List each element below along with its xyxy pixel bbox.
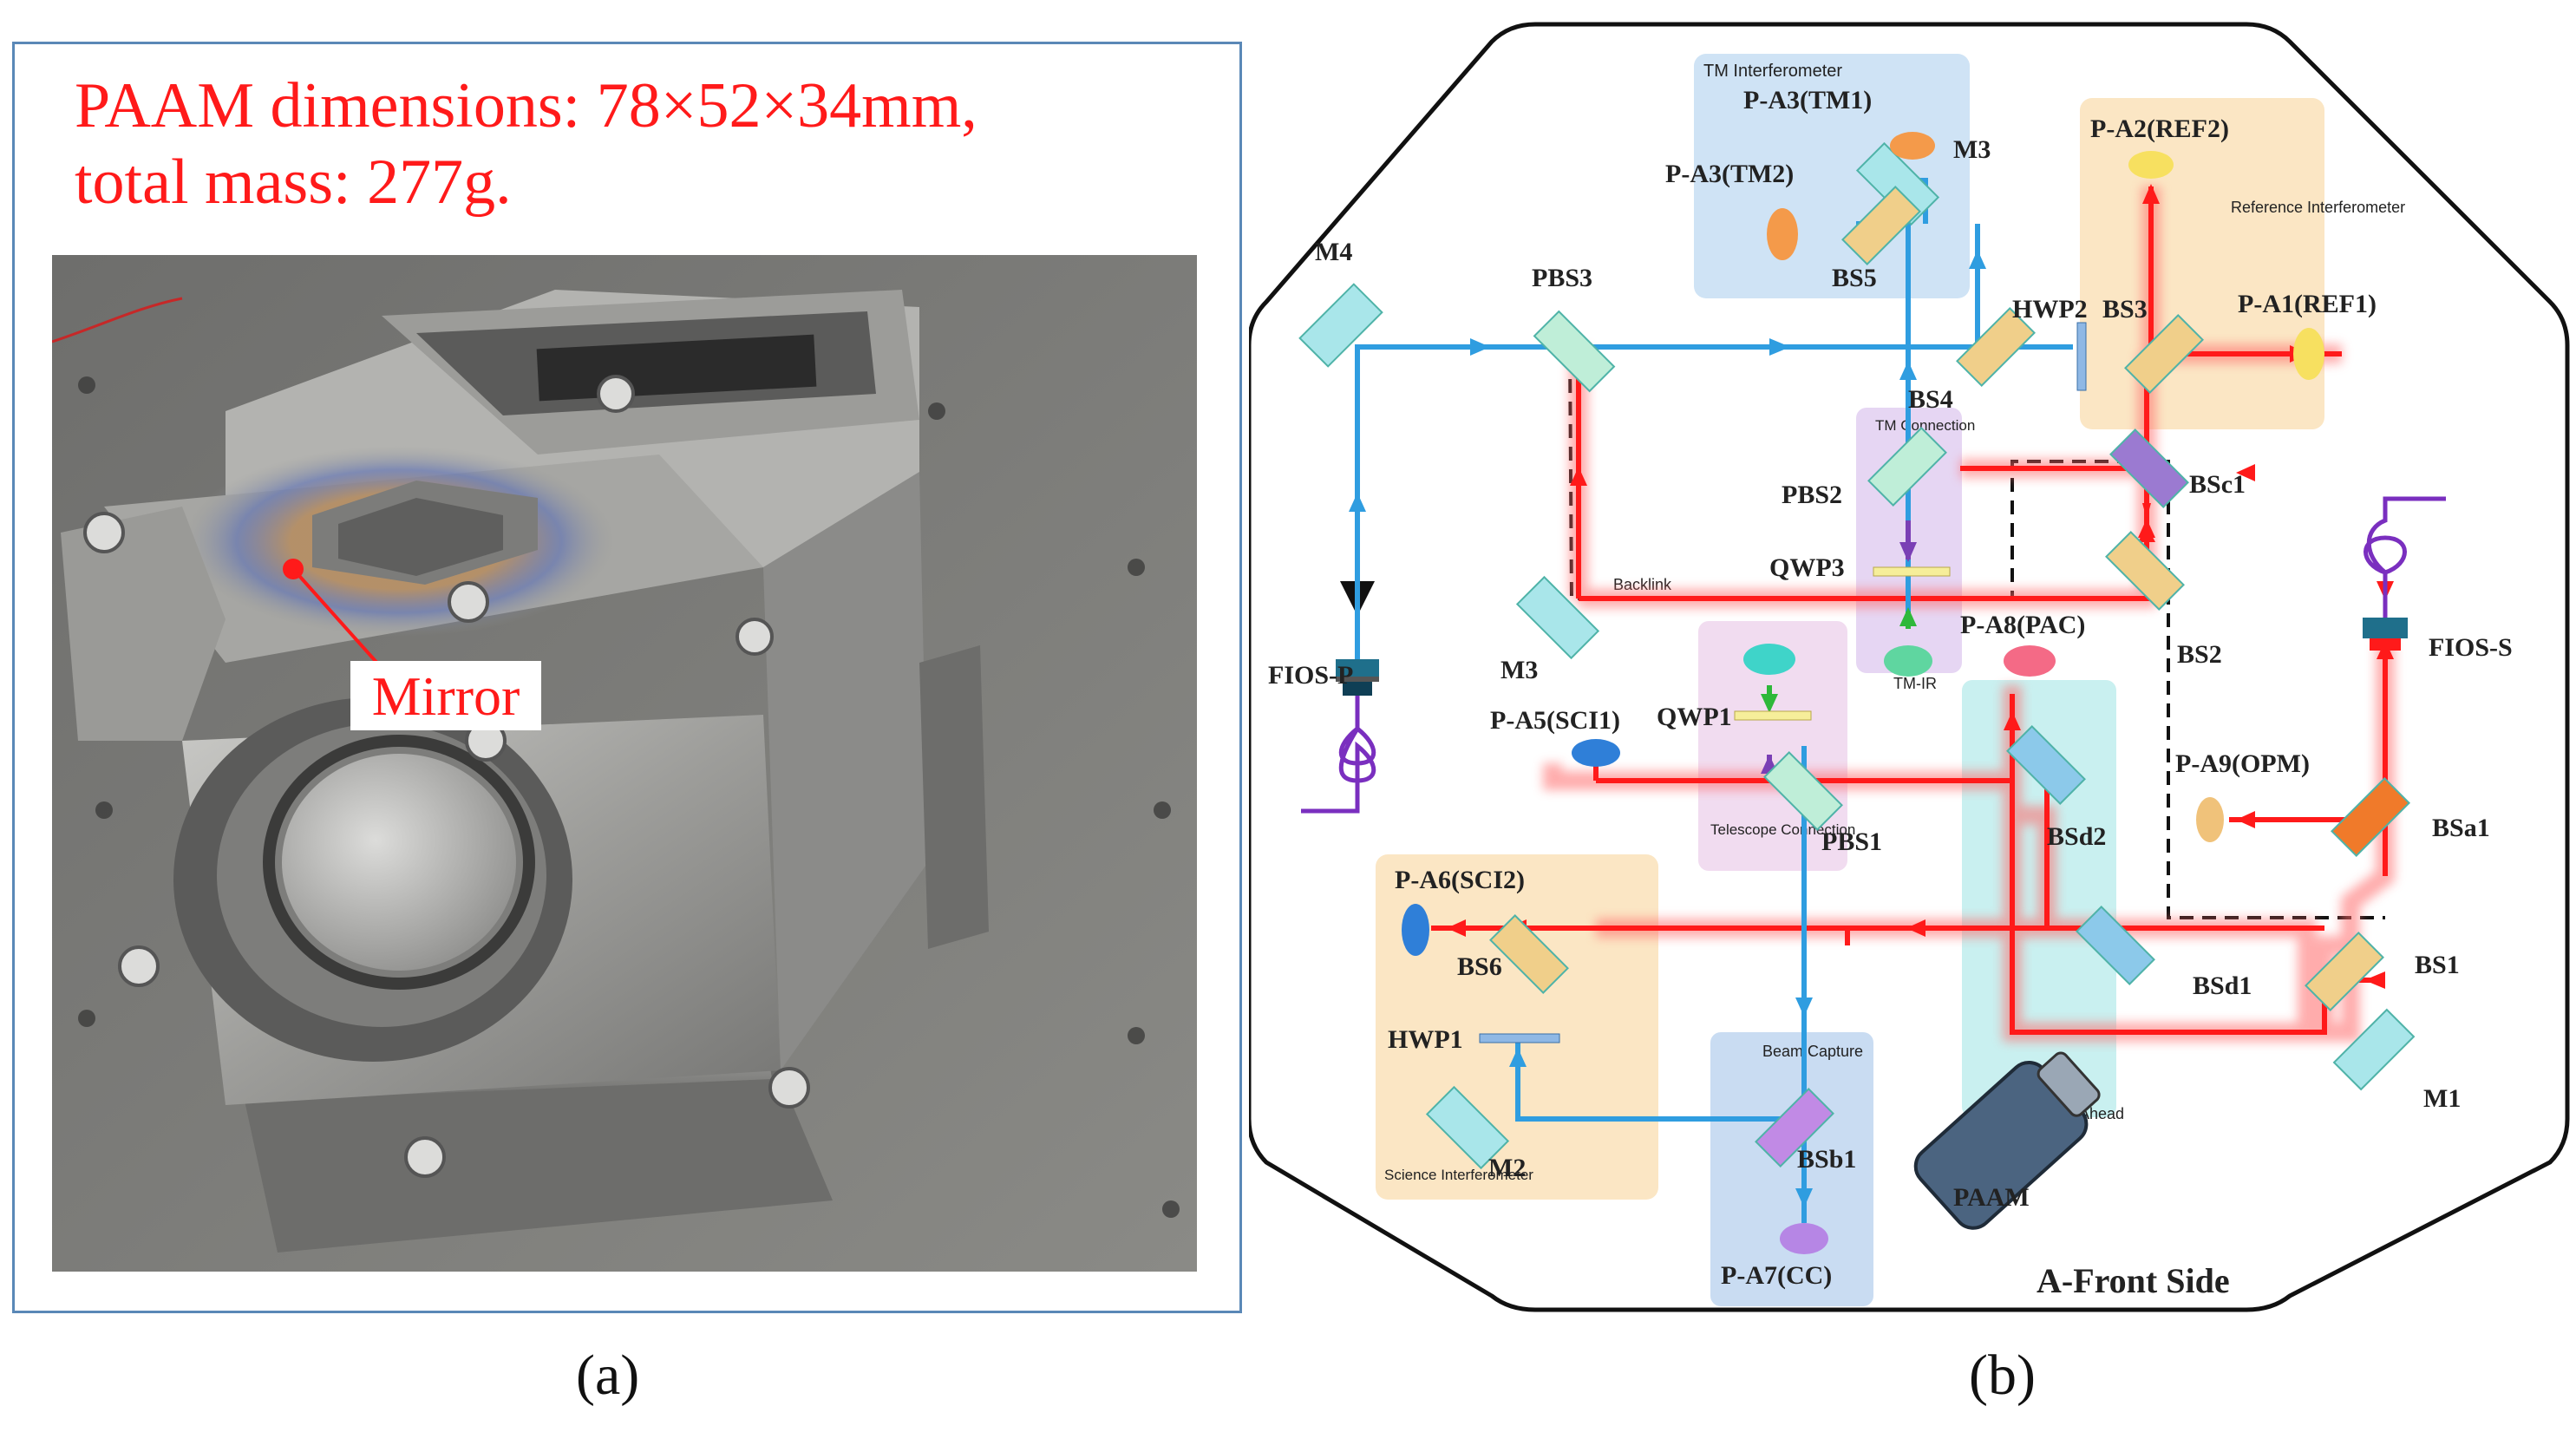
beam-capture-box [1710,1032,1873,1306]
pa1-ref1-detector [2293,328,2324,380]
pa3-tm2-detector [1767,208,1798,260]
label-fios-p: FIOS-P [1268,661,1353,690]
label-pa6-sci2: P-A6(SCI2) [1395,866,1525,894]
photo-title-line1: PAAM dimensions: 78×52×34mm, [75,70,977,141]
label-bs5: BS5 [1832,264,1877,292]
label-pa8-pac: P-A8(PAC) [1960,611,2085,639]
label-bs3: BS3 [2102,295,2148,324]
mirror-label: Mirror [372,665,520,727]
science-interferometer-label: Science Interferometer [1384,1167,1533,1183]
bsd2 [2006,725,2086,805]
fios-s-coupler [2363,496,2446,651]
beam-capture-label: Beam Capture [1762,1043,1863,1060]
pa2-ref2-detector [2128,151,2174,179]
tm-connection-label: TM Connection [1875,417,1975,434]
hwp1-plate [1479,1033,1560,1043]
tm-interferometer-box [1694,54,1970,298]
label-pa9-opm: P-A9(OPM) [2175,749,2310,778]
bs2 [2105,531,2185,611]
label-qwp1: QWP1 [1657,703,1732,731]
label-m3-top: M3 [1953,135,1991,164]
bs1 [2305,932,2384,1011]
bs3 [2124,314,2204,394]
label-m3-left: M3 [1500,656,1538,684]
pbs3 [1533,310,1616,393]
pa5-sci1-detector [1572,739,1620,767]
mirror-m3-left [1515,575,1600,660]
pbs2 [1867,427,1947,507]
mirror-m2 [1425,1085,1510,1170]
hwp2-plate [2076,322,2087,391]
components [1298,141,2416,1170]
pa6-sci2-detector [1402,904,1429,956]
label-m4: M4 [1315,238,1352,266]
pa9-opm-detector [2196,797,2224,842]
pa8-pac-detector [2004,645,2056,677]
label-pa1-ref1: P-A1(REF1) [2238,290,2377,318]
paam-photo: Mirror [52,255,1197,1272]
paam-device [1913,1051,2101,1230]
caption-b: (b) [1969,1344,2036,1407]
photo-title: PAAM dimensions: 78×52×34mm, total mass:… [75,68,1202,220]
pa7-cc-detector [1780,1223,1828,1254]
fios-p-coupler [1301,659,1379,814]
side-label: A-Front Side [2037,1261,2230,1300]
qwp1-plate [1734,710,1812,721]
bsd1 [2076,906,2155,985]
label-pbs1: PBS1 [1821,827,1882,856]
mirror-m1 [2332,1008,2416,1091]
label-pbs3: PBS3 [1532,264,1592,292]
label-bs2: BS2 [2177,640,2222,669]
label-pa7-cc: P-A7(CC) [1721,1261,1832,1290]
caption-a: (a) [576,1344,640,1407]
label-pa2-ref2: P-A2(REF2) [2090,114,2229,143]
photo-title-line2: total mass: 277g. [75,147,512,218]
label-qwp3: QWP3 [1769,553,1845,582]
label-paam: PAAM [1953,1183,2030,1212]
label-bs6: BS6 [1457,952,1502,981]
tm-interferometer-label: TM Interferometer [1703,62,1842,81]
label-m2: M2 [1488,1154,1526,1182]
label-bsa1: BSa1 [2432,814,2490,842]
label-pbs2: PBS2 [1782,481,1842,509]
label-pa3-tm1: P-A3(TM1) [1743,86,1872,114]
bs6 [1489,914,1569,994]
label-hwp2: HWP2 [2012,295,2088,324]
pa3-tm1-detector [1890,132,1935,160]
reference-interferometer-label: Reference Interferometer [2231,199,2405,216]
bs5 [1841,186,1921,265]
bsc1 [2109,428,2189,508]
label-bsc1: BSc1 [2189,470,2246,499]
label-hwp1: HWP1 [1388,1025,1463,1054]
label-bs1: BS1 [2415,951,2460,979]
label-bsb1: BSb1 [1797,1145,1856,1174]
pbs1 [1763,751,1843,831]
label-pa3-tm2: P-A3(TM2) [1665,160,1794,188]
bsb1 [1755,1088,1834,1168]
tm-ir-detector [1884,645,1932,677]
label-bsd2: BSd2 [2047,822,2106,851]
label-bs4: BS4 [1908,385,1953,414]
telescope-detector [1743,644,1795,675]
optical-layout-diagram: TM Interferometer Reference Interferomet… [1249,22,2570,1312]
bs4 [1956,307,2036,387]
label-bsd1: BSd1 [2193,971,2252,1000]
label-m1: M1 [2423,1084,2461,1113]
bsa1 [2331,777,2410,857]
label-pa5-sci1: P-A5(SCI1) [1490,706,1620,735]
label-tm-ir: TM-IR [1893,675,1937,692]
qwp3-plate [1873,566,1951,577]
reference-interferometer-box [2080,98,2324,429]
mirror-m4 [1298,283,1383,368]
label-fios-s: FIOS-S [2429,633,2513,662]
